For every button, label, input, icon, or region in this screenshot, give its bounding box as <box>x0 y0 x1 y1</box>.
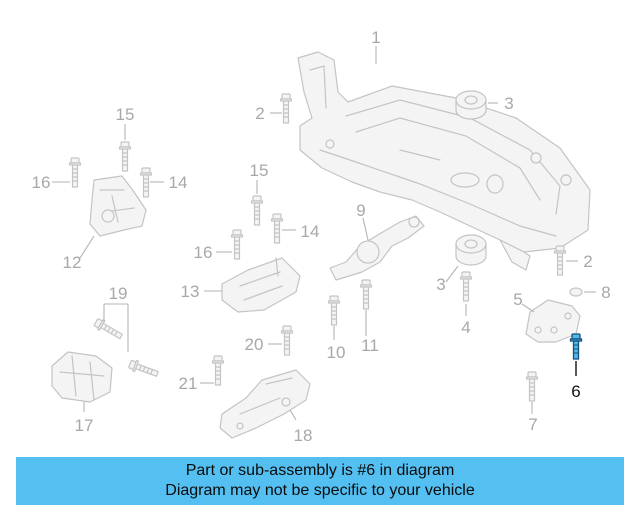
bolt-part-15a <box>118 141 132 172</box>
bolt-part-10 <box>327 295 341 326</box>
bolt-part-4 <box>459 271 473 302</box>
lower-bracket-part <box>219 369 311 439</box>
callout-14: 14 <box>301 222 320 241</box>
bolt-part-19a <box>92 316 125 342</box>
info-banner: Part or sub-assembly is #6 in diagram Di… <box>16 457 624 505</box>
callout-10: 10 <box>327 343 346 362</box>
bracket-part <box>221 257 301 313</box>
banner-line-part-number: Part or sub-assembly is #6 in diagram <box>185 462 455 479</box>
bolt-part-16b <box>230 229 244 260</box>
callout-21: 21 <box>179 374 198 393</box>
transmission-mount-part <box>51 351 113 403</box>
callout-13: 13 <box>181 282 200 301</box>
bushing-part-upper <box>455 90 487 120</box>
engine-mount-part <box>89 175 147 237</box>
callout-15: 15 <box>250 161 269 180</box>
callout-9: 9 <box>356 201 365 220</box>
bolt-part-14a <box>139 167 153 198</box>
bushing-part-lower <box>455 234 487 266</box>
bolt-part-2b <box>553 245 567 276</box>
callout-20: 20 <box>245 335 264 354</box>
bolt-part-16a <box>68 157 82 188</box>
callout-19: 19 <box>109 284 128 303</box>
bolt-part-2a <box>279 93 293 124</box>
callout-3: 3 <box>436 275 445 294</box>
callout-8: 8 <box>601 283 610 302</box>
callout-2: 2 <box>583 252 592 271</box>
subframe-part <box>297 51 591 271</box>
callout-4: 4 <box>461 318 470 337</box>
bolt-part-21 <box>211 355 225 386</box>
bolt-part-14b <box>270 213 284 244</box>
callout-16: 16 <box>194 243 213 262</box>
callout-11: 11 <box>361 336 379 355</box>
callout-18: 18 <box>294 426 313 445</box>
washer-part <box>569 287 583 297</box>
callout-16: 16 <box>32 173 51 192</box>
callout-17: 17 <box>75 416 94 435</box>
leader-lines <box>52 46 596 421</box>
callout-2: 2 <box>255 104 264 123</box>
callout-7: 7 <box>528 415 537 434</box>
bolt-part-15b <box>250 195 264 226</box>
callout-3: 3 <box>504 94 513 113</box>
banner-line-disclaimer: Diagram may not be specific to your vehi… <box>165 482 475 499</box>
callout-1: 1 <box>371 28 380 47</box>
torque-rod-part <box>329 215 425 281</box>
callout-12: 12 <box>63 253 82 272</box>
bolt-part-19b <box>127 358 160 380</box>
callout-6-highlighted: 6 <box>571 382 580 401</box>
callout-15: 15 <box>116 105 135 124</box>
bolt-part-7 <box>525 371 539 402</box>
parts-diagram: 1 2 3 15 16 14 12 15 14 16 9 2 13 3 19 5… <box>32 28 611 445</box>
bolt-part-20 <box>280 325 294 356</box>
highlighted-bolt-part-6 <box>569 333 583 360</box>
callout-5: 5 <box>513 290 522 309</box>
bolt-part-11 <box>359 279 373 310</box>
callout-14: 14 <box>169 173 188 192</box>
